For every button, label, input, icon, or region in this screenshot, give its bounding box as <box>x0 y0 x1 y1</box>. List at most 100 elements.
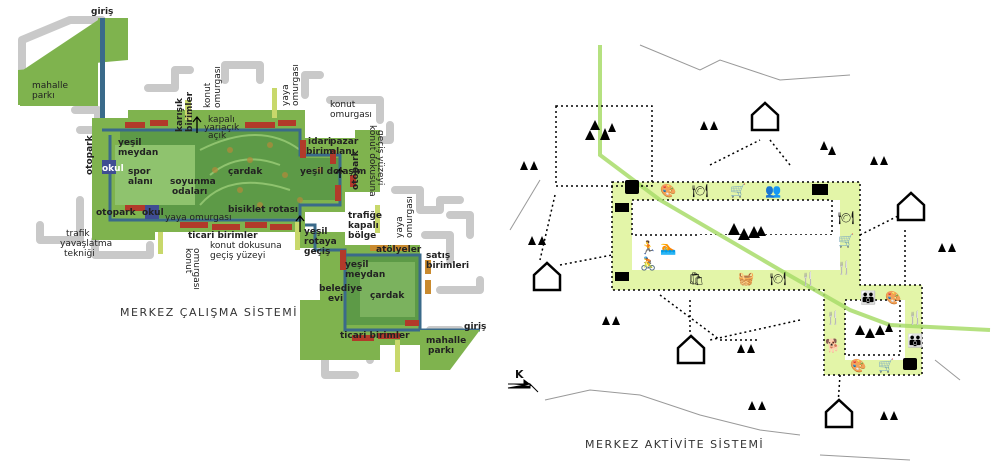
bench-icon <box>615 272 629 281</box>
house-icon-3 <box>532 261 562 292</box>
house-icons <box>532 101 926 429</box>
family-icon: 👪 <box>907 333 923 349</box>
label-yesil-meydan-2a: yeşil <box>345 260 369 270</box>
label-yaya-v2a: yaya <box>395 216 405 238</box>
label-konut-dok-v-b: geçiş yüzeyi <box>375 130 385 185</box>
arrow-gecis <box>295 214 305 232</box>
main-pedestrian-path <box>102 128 342 222</box>
park-wedge-top <box>20 20 98 106</box>
north-arrow: K <box>507 368 539 393</box>
cart-icon: 🛒 <box>878 358 894 374</box>
orange-blocks <box>370 245 431 294</box>
label-konut-v2a: konut <box>183 248 193 274</box>
north-label: K <box>515 368 524 381</box>
tree-icons <box>520 120 956 420</box>
label-yesil-meydan-1a: yeşil <box>118 138 142 148</box>
tree-icon <box>700 121 718 130</box>
label-kapali-a: kapalı <box>208 115 235 125</box>
label-idari-a: idari <box>308 137 331 147</box>
family-icon: 👪 <box>860 290 876 306</box>
house-icon-2 <box>896 191 926 222</box>
label-yaya-v1a: yaya <box>281 84 291 106</box>
palette-icon: 🎨 <box>885 289 901 306</box>
market-stall-icon: 🛍 <box>688 271 705 287</box>
dining-icon: 🍴 <box>800 271 816 287</box>
tree-icon <box>737 344 755 353</box>
label-mahalle-1a: mahalle <box>32 81 69 91</box>
label-mahalle-1b: parkı <box>32 91 55 101</box>
label-spor-a: spor <box>128 167 151 177</box>
gateway-posts <box>158 88 400 372</box>
right-activity-diagram: 🎨 🍽 🛒 👥 🏃 🏊 🚴 🛍 🧺 🍽 🍴 🍽 🛒 🍴 👪 🎨 🍴 🐕 🍴 👪 <box>507 44 991 461</box>
house-icon-4 <box>676 334 706 365</box>
label-trafik-a: trafik <box>66 229 90 239</box>
label-kapali-b: yarıaçık <box>204 123 240 133</box>
label-konut-h1b: omurgası <box>330 110 372 120</box>
school-1 <box>102 160 116 174</box>
sports-icon: 🏃 <box>640 240 656 256</box>
green-corridor-line <box>598 45 991 332</box>
people-meeting-icon: 👥 <box>765 184 781 199</box>
tree-icon <box>880 411 898 420</box>
pet-icon: 🐕 <box>825 338 841 354</box>
label-konut-dok-h-a: konut dokusuna <box>210 241 282 251</box>
right-caption: MERKEZ AKTİVİTE SİSTEMİ <box>585 438 764 451</box>
cart-icon: 🛒 <box>838 233 854 249</box>
bench-icon <box>615 203 629 212</box>
label-trafik-b: yavaşlatma <box>60 239 112 249</box>
tree-icon <box>520 161 538 170</box>
label-yaya-h: yaya omurgası <box>165 213 231 223</box>
label-ticari-2: ticari birimler <box>340 331 410 341</box>
school-2 <box>145 205 159 219</box>
label-atolyeler: atölyeler <box>376 245 422 255</box>
dining-icon: 🍽 <box>692 183 709 199</box>
arrow-north <box>192 115 202 133</box>
tree-icon <box>938 243 956 252</box>
label-yesil-dolasim: yeşil dolaşım <box>300 167 366 177</box>
dining-icon: 🍴 <box>825 310 841 326</box>
label-pazar-a: pazar <box>330 137 359 147</box>
tree-icon <box>602 316 620 325</box>
dining-icon: 🍽 <box>770 271 787 287</box>
palette-icon: 🎨 <box>660 182 676 199</box>
label-belediye-b: evi <box>328 294 343 304</box>
label-belediye-a: belediye <box>319 284 362 294</box>
activity-zone <box>612 182 922 375</box>
road-network <box>18 16 484 379</box>
label-giris-top: giriş <box>91 7 113 17</box>
label-otopark-left: otopark <box>85 134 95 175</box>
bus-icon <box>903 358 917 370</box>
label-yesil-rota-c: geçiş <box>304 247 330 257</box>
picnic-icon: 🧺 <box>738 272 754 287</box>
tree-icon <box>728 223 766 240</box>
lower-plaza-inner <box>360 262 415 317</box>
mahalle-park-bottom-right <box>420 330 480 370</box>
label-trafige-b: kapalı <box>348 221 379 231</box>
tree-icon <box>820 141 836 155</box>
label-yesil-rota-a: yeşil <box>304 227 328 237</box>
label-mahalle-2b: parkı <box>428 346 454 356</box>
label-konut-v2b: omurgası <box>191 248 201 290</box>
forest-area-box <box>555 105 653 187</box>
dining-icon: 🍴 <box>907 310 923 326</box>
label-okul-2: okul <box>142 208 164 218</box>
activity-icons: 🎨 🍽 🛒 👥 🏃 🏊 🚴 🛍 🧺 🍽 🍴 🍽 🛒 🍴 👪 🎨 🍴 🐕 🍴 👪 <box>615 180 923 374</box>
cart-icon: 🛒 <box>730 183 746 199</box>
label-trafik-c: tekniği <box>64 249 95 259</box>
swimming-icon: 🏊 <box>660 241 676 256</box>
house-icon-5 <box>824 398 854 429</box>
tree-icon <box>528 236 546 245</box>
label-satis-a: satış <box>426 251 450 261</box>
dining-icon: 🍽 <box>838 210 855 226</box>
label-konut-dok-v-a: konut dokusuna <box>367 125 377 197</box>
label-yesil-meydan-1b: meydan <box>118 148 158 158</box>
label-konut-v1a: konut <box>203 82 213 108</box>
building-blocks <box>125 120 419 341</box>
label-satis-b: birimleri <box>426 261 469 271</box>
label-yesil-rota-b: rotaya <box>304 237 337 247</box>
tree-icon <box>585 120 616 140</box>
connection-lines <box>539 139 906 406</box>
label-konut-dok-h-b: geçiş yüzeyi <box>210 251 265 261</box>
house-icon-1 <box>750 101 780 132</box>
tree-icon <box>870 156 888 165</box>
